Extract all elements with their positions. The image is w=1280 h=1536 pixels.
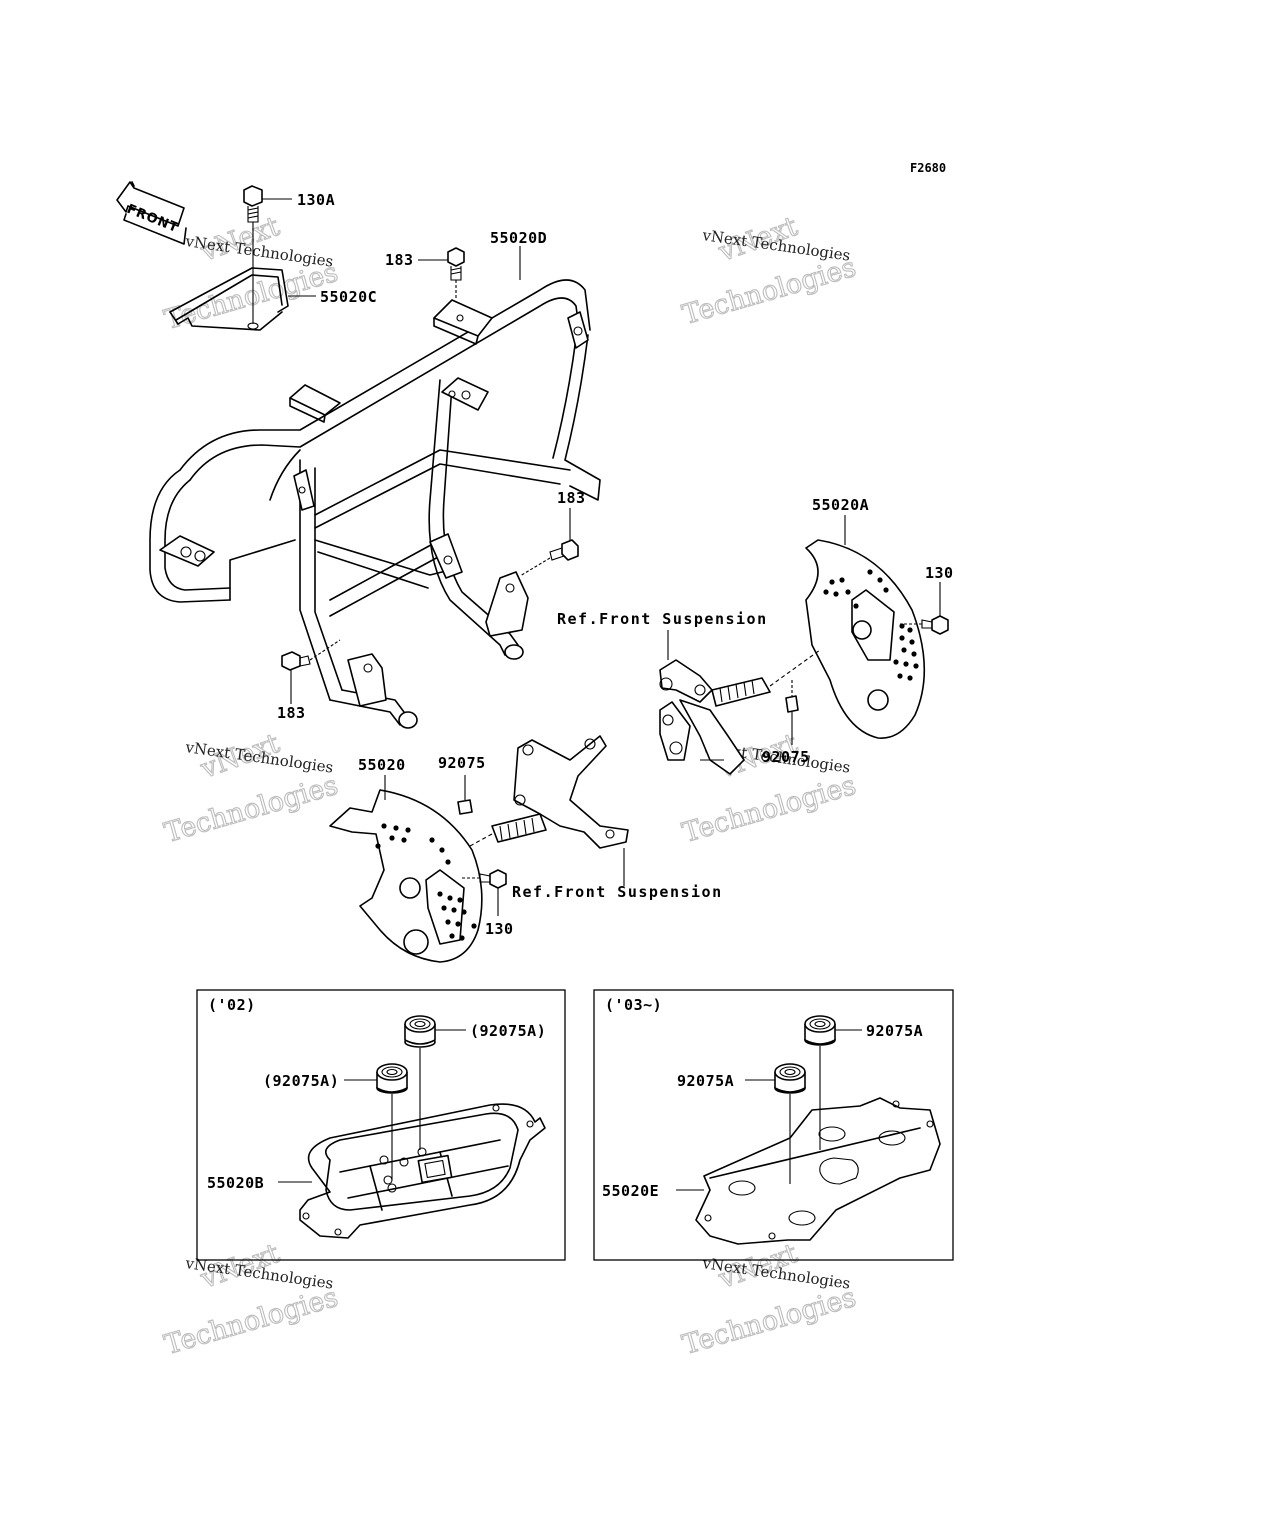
inset-2003: ('03~) 55020E 92075A xyxy=(593,989,954,1261)
ref-front-suspension-lower: Ref.Front Suspension xyxy=(512,883,723,901)
skid-plate-55020e xyxy=(676,1097,941,1245)
disc-guard-55020-holes xyxy=(375,823,477,941)
disc-guard-55020 xyxy=(329,775,483,963)
wire-bracket-55020c xyxy=(169,222,316,331)
skid-plate-55020b xyxy=(278,1103,546,1239)
bolt-130a xyxy=(243,185,292,223)
callout-92075a-top-2002: (92075A) xyxy=(470,1022,546,1040)
bolt-130-left xyxy=(460,869,507,916)
inset-2003-title: ('03~) xyxy=(605,996,662,1014)
svg-text:Technologies: Technologies xyxy=(679,1282,859,1361)
damper-92075a-top-2003 xyxy=(804,1015,862,1150)
callout-183-top: 183 xyxy=(385,251,414,269)
inset-2002: ('02) 55020B (92075A) xyxy=(196,989,566,1261)
callout-55020e: 55020E xyxy=(602,1182,659,1200)
callout-55020c: 55020C xyxy=(320,288,377,306)
callout-55020a: 55020A xyxy=(812,496,869,514)
svg-text:Technologies: Technologies xyxy=(679,770,859,849)
damper-92075a-top-2002 xyxy=(404,1015,466,1150)
inset-2002-title: ('02) xyxy=(208,996,256,1014)
callout-92075a-left-2003: 92075A xyxy=(677,1072,734,1090)
inset-2002-frame xyxy=(196,989,566,1261)
callout-92075-left: 92075 xyxy=(438,754,486,772)
callout-183-mid: 183 xyxy=(557,489,586,507)
callout-55020b: 55020B xyxy=(207,1174,264,1192)
callout-130-left: 130 xyxy=(485,920,514,938)
watermark-bottom-right: vNext vNext Technologies Technologies xyxy=(678,1237,859,1361)
callout-130-right: 130 xyxy=(925,564,954,582)
disc-guard-55020a xyxy=(805,515,926,739)
damper-92075a-left-2003 xyxy=(745,1063,806,1184)
svg-text:Technologies: Technologies xyxy=(161,1282,341,1361)
svg-text:Technologies: Technologies xyxy=(161,770,341,849)
plug-92075-right xyxy=(785,680,799,745)
knuckle-left xyxy=(469,735,629,886)
watermark-top-left: vNext vNext Technologies Technologies xyxy=(160,210,341,336)
inset-2003-frame xyxy=(593,989,954,1261)
bolt-183-mid xyxy=(519,508,579,577)
watermark-mid-left: vNext vNext Technologies Technologies xyxy=(160,727,341,849)
bolt-183-bottom xyxy=(281,639,341,704)
disc-guard-55020a-holes xyxy=(823,569,919,681)
bolt-130-right xyxy=(900,582,949,635)
knuckle-right xyxy=(659,630,821,775)
damper-92075a-left-2002 xyxy=(344,1063,408,1180)
callout-55020d: 55020D xyxy=(490,229,547,247)
figure-code: F2680 xyxy=(910,161,946,175)
callout-92075a-top-2003: 92075A xyxy=(866,1022,923,1040)
callout-92075-right: 92075 xyxy=(762,748,810,766)
watermark-bottom-left: vNext vNext Technologies Technologies xyxy=(160,1237,341,1361)
bolt-183-top xyxy=(418,247,465,300)
callout-92075a-left-2002: (92075A) xyxy=(263,1072,339,1090)
watermark-top-right: vNext vNext Technologies Technologies xyxy=(678,210,859,331)
ref-front-suspension-upper: Ref.Front Suspension xyxy=(557,610,768,628)
front-arrow-icon: FRONT xyxy=(116,181,187,245)
plug-92075-left xyxy=(457,775,473,815)
front-guard-55020d xyxy=(149,279,601,729)
callout-183-bottom: 183 xyxy=(277,704,306,722)
callout-55020: 55020 xyxy=(358,756,406,774)
svg-text:Technologies: Technologies xyxy=(679,252,859,331)
callout-130a: 130A xyxy=(297,191,335,209)
